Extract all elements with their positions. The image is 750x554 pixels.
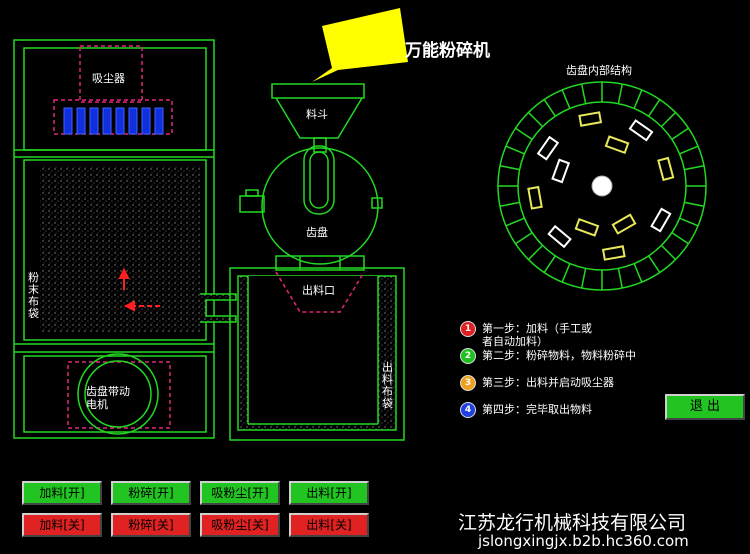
step-number-badge: 4 <box>460 402 476 418</box>
flow-arrows <box>118 267 160 312</box>
hopper <box>271 83 365 153</box>
gear-tooth-divider <box>543 99 556 117</box>
gear-tooth-divider <box>561 89 571 109</box>
gear-tooth-divider <box>505 217 525 227</box>
gear-blade <box>547 224 572 249</box>
gear-tooth-divider <box>527 244 544 261</box>
powder-chamber <box>40 166 200 332</box>
exit-button[interactable]: 退 出 <box>665 394 745 420</box>
feed-on-button[interactable]: 加料[开] <box>22 481 102 505</box>
gear-disc-label: 齿盘 <box>306 226 328 239</box>
dust-suction-off-button[interactable]: 吸粉尘[关] <box>200 513 280 537</box>
motor-housing <box>67 361 171 429</box>
gear-blade <box>601 245 626 261</box>
gear-tooth-divider <box>561 263 571 283</box>
gear-tooth-divider <box>499 164 520 171</box>
step-text: 第三步：出料并启动吸尘器 <box>482 376 614 389</box>
outlet-bag-label: 出料布袋 <box>382 361 393 410</box>
feed-off-button[interactable]: 加料[关] <box>22 513 102 537</box>
step-number-badge: 3 <box>460 375 476 391</box>
gear-tooth-divider <box>543 255 556 273</box>
outlet-label: 出料口 <box>302 284 335 297</box>
watermark-url: jslongxingjx.b2b.hc360.com <box>478 532 689 550</box>
motor-circle <box>77 353 159 435</box>
gear-tooth-divider <box>580 268 587 289</box>
gear-tooth-divider <box>617 268 624 289</box>
powder-bag-label: 粉末布袋 <box>28 271 39 320</box>
gear-tooth-divider <box>671 127 689 140</box>
gear-blade <box>650 207 672 233</box>
gear-tooth-divider <box>648 99 661 117</box>
gear-tooth-divider <box>684 201 705 208</box>
step-number-badge: 2 <box>460 348 476 364</box>
discharge-off-button[interactable]: 出料[关] <box>289 513 369 537</box>
gear-tooth-divider <box>527 111 544 128</box>
grinder-body <box>239 145 383 271</box>
gear-tooth-divider <box>515 127 533 140</box>
gear-tooth-divider <box>648 255 661 273</box>
outlet-cone <box>275 271 365 313</box>
duct <box>200 293 237 323</box>
crush-off-button[interactable]: 粉碎[关] <box>111 513 191 537</box>
dust-suction-on-button[interactable]: 吸粉尘[开] <box>200 481 280 505</box>
page-title: 万能粉碎机 <box>405 41 490 61</box>
gear-tooth-divider <box>633 263 643 283</box>
gear-tooth-divider <box>515 232 533 245</box>
gear-blade <box>551 158 571 184</box>
crush-on-button[interactable]: 粉碎[开] <box>111 481 191 505</box>
gear-tooth-divider <box>617 83 624 104</box>
step-number-badge: 1 <box>460 321 476 337</box>
gear-blade <box>527 185 543 210</box>
gear-tooth-divider <box>671 232 689 245</box>
gear-blade <box>604 135 630 155</box>
gear-tooth-divider <box>679 145 699 155</box>
gear-blade <box>628 119 654 142</box>
gear-disc-structure <box>497 81 707 291</box>
gear-blade <box>611 213 637 235</box>
step-text: 第二步：粉碎物料，物料粉碎中 <box>482 349 636 362</box>
motor-label-line1: 齿盘带动 <box>86 385 130 398</box>
step-text: 第一步：加料（手工或者自动加料） <box>482 322 592 348</box>
step-text: 第四步：完毕取出物料 <box>482 403 592 416</box>
dust-collector-label: 吸尘器 <box>92 72 125 85</box>
gear-tooth-divider <box>660 111 677 128</box>
gear-tooth-divider <box>505 145 525 155</box>
gear-tooth-divider <box>684 164 705 171</box>
gear-blade <box>657 156 675 182</box>
gear-blade <box>574 217 600 237</box>
outlet-bin <box>229 267 405 441</box>
title-callout <box>312 8 408 82</box>
hopper-label: 料斗 <box>306 108 328 121</box>
gear-tooth-divider <box>679 217 699 227</box>
discharge-on-button[interactable]: 出料[开] <box>289 481 369 505</box>
gear-tooth-divider <box>633 89 643 109</box>
filter-bars <box>63 107 164 135</box>
gear-tooth-divider <box>660 244 677 261</box>
dust-collector-box <box>79 45 143 103</box>
gear-blade <box>536 135 560 161</box>
dust-collector-base <box>53 99 173 135</box>
watermark-company: 江苏龙行机械科技有限公司 <box>458 512 687 534</box>
gear-tooth-divider <box>580 83 587 104</box>
gear-tooth-divider <box>499 201 520 208</box>
disc-structure-title: 齿盘内部结构 <box>566 64 632 77</box>
motor-label-line2: 电机 <box>86 398 108 411</box>
left-cabinet <box>13 39 215 439</box>
gear-blade <box>578 111 603 127</box>
